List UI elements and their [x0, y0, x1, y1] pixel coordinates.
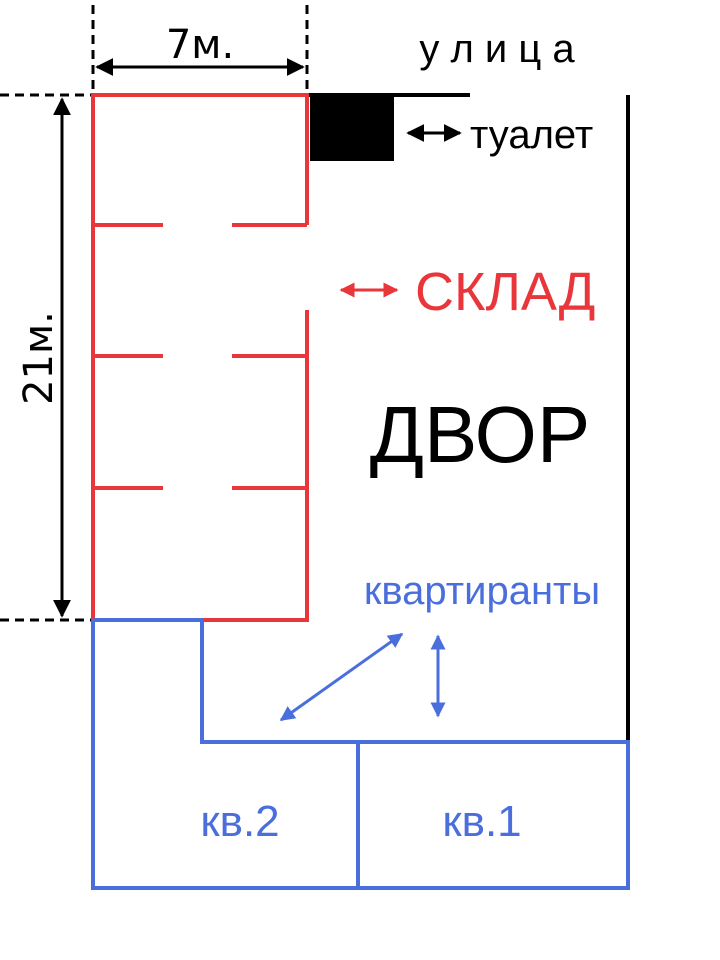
toilet-label: туалет: [470, 113, 593, 157]
tenants-label: квартиранты: [364, 569, 600, 613]
warehouse-outline: [91, 93, 309, 622]
warehouse-label: СКЛАД: [415, 262, 595, 322]
apartment-1-label: кв.1: [442, 797, 521, 846]
height-dimension-label: 21м.: [16, 311, 62, 405]
street-label: у л и ц а: [419, 27, 575, 71]
width-dimension-label: 7м.: [166, 22, 234, 68]
toilet-block: [310, 95, 394, 161]
apartments-outline: [91, 618, 630, 890]
apartment-2-label: кв.2: [200, 797, 279, 846]
width-dimension: 7м.: [91, 5, 309, 90]
height-dimension: 21м.: [0, 93, 92, 622]
tenants-diagonal-arrow: [279, 632, 404, 722]
yard-label: ДВОР: [370, 390, 590, 479]
